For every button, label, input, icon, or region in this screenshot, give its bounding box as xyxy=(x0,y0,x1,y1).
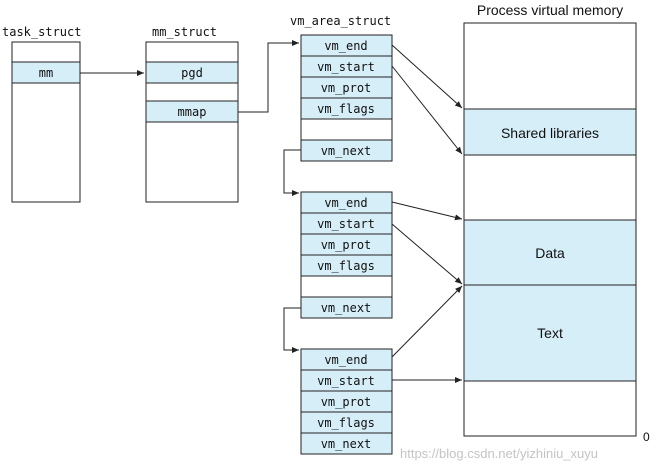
task-struct-mm-label: mm xyxy=(39,66,53,80)
mm-struct-box: pgd mmap xyxy=(145,41,239,203)
region-shared-libraries xyxy=(463,108,637,156)
vma3-vm-prot-label: vm_prot xyxy=(321,395,372,409)
watermark-text: https://blog.csdn.net/yizhiniu_xuyu xyxy=(400,446,598,461)
vma1-vm-prot-label: vm_prot xyxy=(321,81,372,95)
task-struct-box: mm xyxy=(11,41,81,203)
vma1-vm-flags-cell xyxy=(300,97,393,120)
vma3-end-arrow xyxy=(391,285,463,358)
vma1-vm-start-label: vm_start xyxy=(317,60,375,74)
task-struct-title: task_struct xyxy=(2,25,81,39)
mm-struct-mmap-label: mmap xyxy=(178,105,207,119)
mm-struct-pgd-cell xyxy=(145,61,239,84)
vma1-vm-end-label: vm_end xyxy=(324,39,367,53)
address-zero-label: 0 xyxy=(643,430,650,444)
region-data xyxy=(463,219,637,286)
vma2-start-arrow xyxy=(391,223,463,285)
vm-area-struct-1: vm_end vm_start vm_prot vm_flags vm_next xyxy=(300,34,393,162)
vma2-vm-end-label: vm_end xyxy=(324,196,367,210)
region-data-label: Data xyxy=(535,245,565,261)
vma2-vm-flags-label: vm_flags xyxy=(317,259,375,273)
region-text-label: Text xyxy=(537,325,563,341)
vma2-end-arrow xyxy=(391,201,463,221)
vma1-start-arrow xyxy=(391,65,463,155)
mmap-pointer-arrow xyxy=(238,40,299,113)
vma3-vm-flags-label: vm_flags xyxy=(317,416,375,430)
process-virtual-memory: Shared libraries Data Text 0 xyxy=(463,22,650,444)
vma2-vm-flags-cell xyxy=(300,254,393,277)
vma1-vm-next-label: vm_next xyxy=(321,144,372,158)
vma2-next-arrow xyxy=(283,307,301,353)
vma3-vm-end-label: vm_end xyxy=(324,353,367,367)
vma2-vm-next-label: vm_next xyxy=(321,301,372,315)
vm-area-struct-title: vm_area_struct xyxy=(290,14,391,28)
vma1-end-arrow xyxy=(391,44,463,109)
vm-area-struct-2: vm_end vm_start vm_prot vm_flags vm_next xyxy=(300,191,393,319)
mm-struct-title: mm_struct xyxy=(152,25,217,39)
vma2-vm-start-label: vm_start xyxy=(317,217,375,231)
vma3-vm-next-label: vm_next xyxy=(321,437,372,451)
vma3-vm-start-label: vm_start xyxy=(317,374,375,388)
region-shared-libraries-label: Shared libraries xyxy=(501,125,599,141)
vma3-vm-next-cell xyxy=(300,432,393,455)
process-vm-title: Process virtual memory xyxy=(477,2,623,18)
vma1-next-arrow xyxy=(283,149,301,196)
vm-area-struct-3: vm_end vm_start vm_prot vm_flags vm_next xyxy=(300,348,393,455)
region-text xyxy=(463,284,637,382)
mm-struct-pgd-label: pgd xyxy=(181,66,203,80)
vma2-vm-prot-label: vm_prot xyxy=(321,238,372,252)
vma1-vm-flags-label: vm_flags xyxy=(317,102,375,116)
